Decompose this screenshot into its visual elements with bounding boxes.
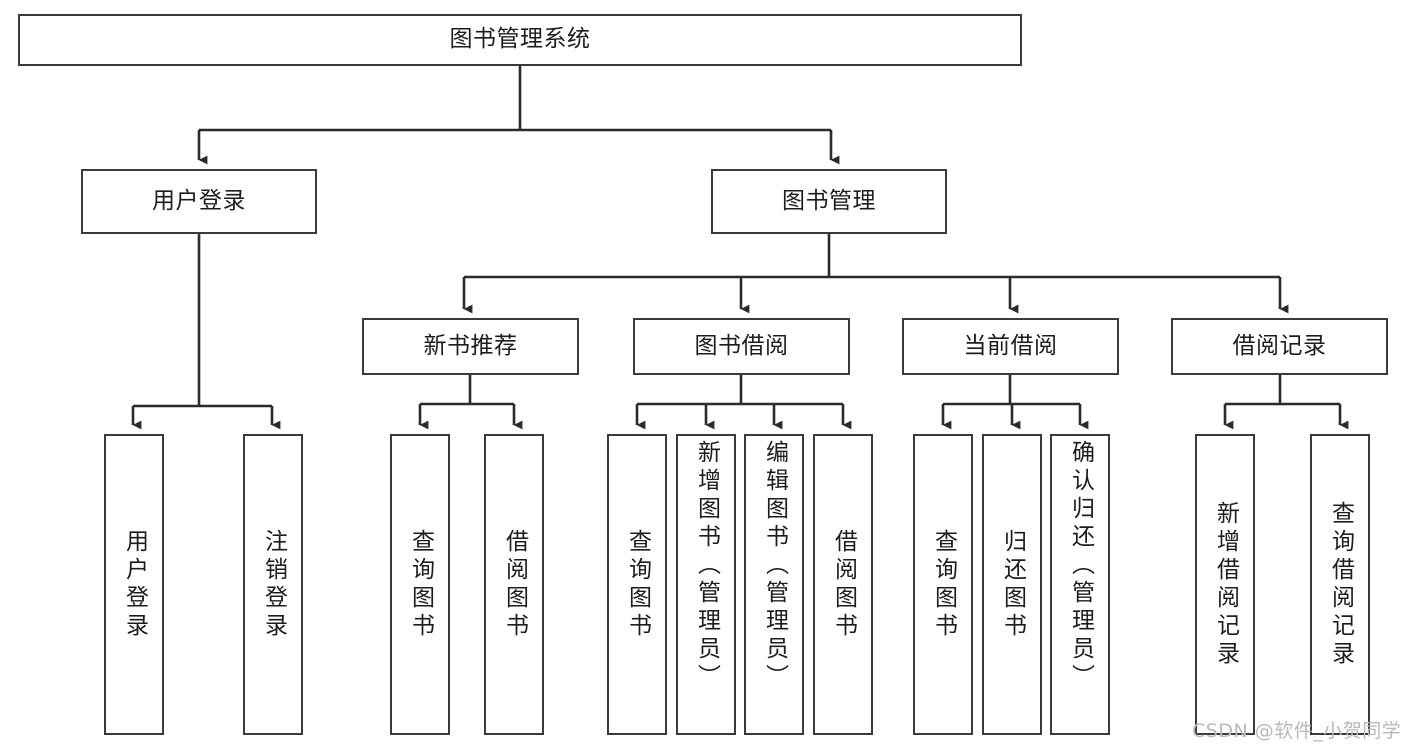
node-leaf-add-record-label: 新增借阅记录	[1212, 500, 1239, 669]
node-leaf-borrow-book-borrow-label: 借阅图书	[830, 528, 857, 641]
node-leaf-return-book-label: 归还图书	[999, 528, 1026, 641]
node-leaf-add-book[interactable]: 新增图书（管理员）	[676, 434, 736, 735]
node-leaf-edit-book-label: 编辑图书（管理员）	[761, 440, 788, 692]
node-leaf-edit-book[interactable]: 编辑图书（管理员）	[744, 434, 804, 735]
node-leaf-query-book-borrow[interactable]: 查询图书	[607, 434, 667, 735]
node-leaf-add-record[interactable]: 新增借阅记录	[1195, 434, 1255, 735]
node-book-borrow[interactable]: 图书借阅	[633, 318, 850, 375]
node-leaf-query-book-rec[interactable]: 查询图书	[390, 434, 450, 735]
node-new-book-rec[interactable]: 新书推荐	[362, 318, 579, 375]
node-leaf-borrow-book-borrow[interactable]: 借阅图书	[813, 434, 873, 735]
node-book-manage[interactable]: 图书管理	[711, 169, 947, 234]
node-leaf-logout-label: 注销登录	[260, 528, 287, 641]
node-current-borrow-label: 当前借阅	[963, 332, 1058, 359]
node-root-label: 图书管理系统	[449, 26, 591, 53]
node-borrow-record[interactable]: 借阅记录	[1171, 318, 1388, 375]
node-leaf-query-record[interactable]: 查询借阅记录	[1310, 434, 1370, 735]
node-leaf-user-login-label: 用户登录	[121, 528, 148, 641]
node-current-borrow[interactable]: 当前借阅	[902, 318, 1119, 375]
node-leaf-query-book-rec-label: 查询图书	[407, 528, 434, 641]
node-leaf-confirm-return[interactable]: 确认归还（管理员）	[1050, 434, 1110, 735]
node-leaf-query-book-current-label: 查询图书	[930, 528, 957, 641]
node-leaf-user-login[interactable]: 用户登录	[104, 434, 164, 735]
node-book-manage-label: 图书管理	[782, 187, 876, 214]
node-user-login-label: 用户登录	[152, 187, 246, 214]
node-user-login[interactable]: 用户登录	[81, 169, 317, 234]
node-new-book-rec-label: 新书推荐	[423, 332, 518, 359]
node-leaf-add-book-label: 新增图书（管理员）	[693, 440, 720, 692]
node-leaf-logout[interactable]: 注销登录	[243, 434, 303, 735]
node-leaf-query-book-current[interactable]: 查询图书	[913, 434, 973, 735]
node-leaf-return-book[interactable]: 归还图书	[982, 434, 1042, 735]
node-leaf-borrow-book-rec[interactable]: 借阅图书	[484, 434, 544, 735]
node-leaf-borrow-book-rec-label: 借阅图书	[501, 528, 528, 641]
node-leaf-confirm-return-label: 确认归还（管理员）	[1067, 440, 1094, 692]
node-leaf-query-book-borrow-label: 查询图书	[624, 528, 651, 641]
node-borrow-record-label: 借阅记录	[1232, 332, 1327, 359]
node-book-borrow-label: 图书借阅	[694, 332, 789, 359]
node-root[interactable]: 图书管理系统	[18, 14, 1022, 66]
watermark: CSDN @软件_小贺同学	[1192, 720, 1402, 742]
node-leaf-query-record-label: 查询借阅记录	[1327, 500, 1354, 669]
